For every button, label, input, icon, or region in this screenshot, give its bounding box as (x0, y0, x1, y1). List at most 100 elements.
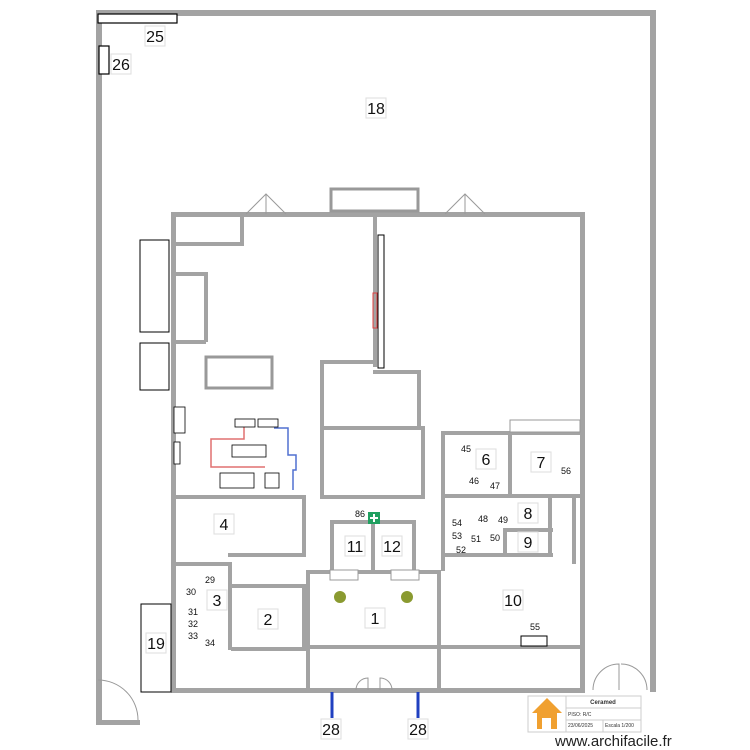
wall (320, 495, 425, 499)
item-label: 47 (490, 481, 500, 491)
item-label: 46 (469, 476, 479, 486)
wall (228, 584, 306, 588)
room-label: 26 (112, 57, 130, 74)
equipment (173, 406, 186, 434)
rack-25 (97, 13, 178, 24)
wall (330, 520, 334, 570)
item-label: 31 (188, 607, 198, 617)
wall (302, 584, 306, 649)
equipment (173, 441, 181, 465)
room-label-box (145, 632, 167, 654)
scale-label: Escala 1/200 (605, 723, 634, 729)
wall (417, 370, 421, 430)
plant-icon (401, 591, 413, 603)
blue-pipe (274, 427, 297, 490)
item-label: 32 (188, 619, 198, 629)
room-label-box (110, 53, 132, 75)
room-label-box (364, 607, 386, 629)
wall (320, 360, 376, 364)
wall (548, 494, 552, 554)
wall (373, 217, 377, 367)
equipment (264, 472, 280, 489)
room-label: 2 (264, 612, 273, 629)
room-label-box (344, 535, 366, 557)
wall (508, 431, 512, 496)
room-label: 19 (147, 636, 165, 653)
item-label: 54 (452, 518, 462, 528)
room-label: 25 (146, 29, 164, 46)
walls (96, 10, 656, 725)
red-unit (372, 292, 378, 329)
wall (437, 570, 441, 690)
item-label: 45 (461, 444, 471, 454)
wall (171, 212, 176, 692)
wall (371, 520, 375, 570)
wall (176, 495, 306, 499)
wall (306, 645, 441, 649)
plant-icon (334, 591, 346, 603)
wall (176, 340, 206, 344)
room-label-box (213, 513, 235, 535)
room-label-box (206, 589, 228, 611)
wall (320, 426, 425, 430)
stairs (329, 569, 359, 581)
storage-unit (139, 239, 170, 333)
item-label: 49 (498, 515, 508, 525)
room-label-box (517, 502, 539, 524)
room-label: 1 (371, 611, 380, 628)
conveyor (377, 234, 385, 369)
wall (176, 562, 231, 566)
table (204, 355, 274, 390)
wall (302, 495, 306, 555)
stairs (390, 569, 420, 581)
item-label: 50 (490, 533, 500, 543)
item-label: 53 (452, 531, 462, 541)
item-label: 30 (186, 587, 196, 597)
wall (231, 647, 306, 651)
room-label: 28 (409, 722, 427, 739)
floor-label: PISO: R/C (568, 712, 592, 718)
room-label: 8 (524, 506, 533, 523)
room-label: 11 (347, 539, 364, 556)
room-label-box (502, 589, 524, 611)
wall (204, 272, 208, 342)
canopy (329, 187, 420, 213)
wall (320, 426, 324, 498)
equipment (231, 444, 267, 458)
wall (503, 528, 507, 556)
wall (240, 217, 244, 246)
wall (441, 494, 583, 498)
room-label: 7 (537, 455, 546, 472)
project-name: Ceramed (590, 700, 616, 706)
red-pipe (210, 421, 265, 468)
house-logo-icon (532, 698, 562, 729)
date-label: 23/06/2025 (568, 723, 593, 729)
room-label-box (365, 97, 387, 119)
room-label: 12 (383, 539, 401, 556)
room-label-box (381, 535, 403, 557)
item-label: 86 (355, 509, 365, 519)
item-label: 56 (561, 466, 571, 476)
wall (580, 212, 585, 692)
room-label: 4 (220, 517, 229, 534)
wall (421, 426, 425, 498)
watermark: www.archifacile.fr (555, 733, 672, 750)
room-label: 10 (504, 593, 522, 610)
room-label: 28 (322, 722, 340, 739)
item-label: 34 (205, 638, 215, 648)
room-label-box (517, 531, 539, 553)
title-block: Ceramed PISO: R/C 23/06/2025 Escala 1/20… (527, 695, 642, 733)
cabinet-26 (98, 45, 110, 75)
room-label-box (475, 448, 497, 470)
wall (373, 370, 421, 374)
stairs (509, 419, 581, 433)
wall (176, 242, 242, 246)
item-label: 51 (471, 534, 481, 544)
wall (96, 10, 102, 725)
wall (441, 431, 445, 571)
room-label-box (320, 718, 342, 740)
wall (228, 562, 232, 650)
wall (650, 10, 656, 692)
item-label: 52 (456, 545, 466, 555)
equipment (219, 472, 255, 489)
